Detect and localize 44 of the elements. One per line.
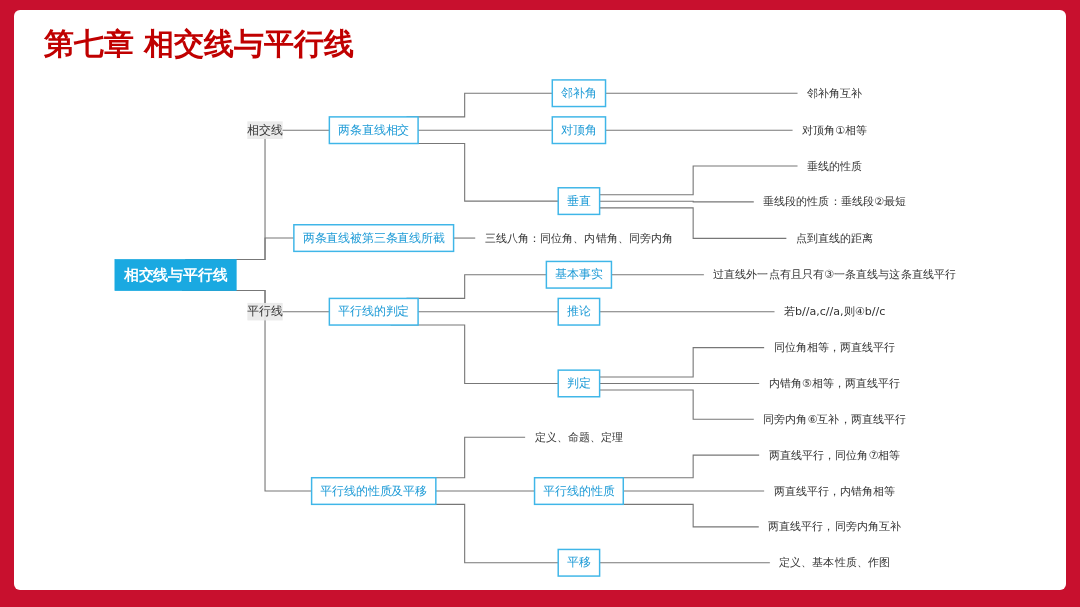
- node-text: 邻补角互补: [806, 86, 863, 100]
- node-text: 内错角⑤相等，两直线平行: [768, 376, 901, 390]
- node-box: 垂直: [557, 187, 601, 216]
- connector: [453, 237, 477, 239]
- node-box: 对顶角: [551, 116, 607, 145]
- connector: [599, 165, 799, 196]
- connector: [599, 207, 788, 239]
- node-text: 三线八角：同位角、内错角、同旁内角: [484, 231, 674, 245]
- connector: [599, 562, 771, 564]
- connector: [605, 129, 794, 131]
- node-box: 判定: [557, 369, 601, 398]
- connector: [599, 389, 755, 420]
- connector: [599, 347, 766, 378]
- node-box: 平行线的性质: [533, 477, 625, 506]
- node-text: 过直线外一点有且只有③一条直线与这条直线平行: [713, 267, 957, 282]
- node-box: 平行线的判定: [328, 297, 419, 326]
- connector: [599, 382, 761, 384]
- node-box: 推论: [557, 297, 601, 326]
- node-text: 两直线平行，同旁内角互补: [768, 520, 902, 534]
- edge-label: 相交线: [247, 122, 283, 137]
- node-box: 两条直线被第三条直线所截: [293, 224, 455, 253]
- node-text: 若b//a,c//a,则④b//c: [783, 304, 886, 319]
- connector: [611, 274, 705, 276]
- node-text: 垂线段的性质：垂线段②最短: [763, 195, 907, 209]
- title: 第七章 相交线与平行线: [44, 25, 355, 63]
- node-box: 平行线的性质及平移: [311, 477, 437, 506]
- connector: [605, 92, 799, 94]
- node-text: 两直线平行，同位角⑦相等: [768, 448, 901, 462]
- connector: [599, 311, 776, 313]
- node-box: 两条直线相交: [328, 116, 419, 145]
- node-text: 定义、命题、定理: [534, 430, 624, 444]
- node-text: 同旁内角⑥互补，两直线平行: [763, 412, 907, 426]
- node-text: 垂线的性质: [806, 159, 863, 173]
- node-text: 定义、基本性质、作图: [779, 555, 891, 570]
- node-text: 点到直线的距离: [795, 231, 874, 245]
- connector: [599, 200, 755, 203]
- node-box: 相交线与平行线: [114, 259, 237, 291]
- edge-label: 平行线: [247, 304, 283, 319]
- node-text: 对顶角①相等: [801, 123, 868, 137]
- node-box: 基本事实: [545, 260, 613, 289]
- node-text: 两直线平行，内错角相等: [773, 484, 896, 498]
- node-text: 同位角相等，两直线平行: [773, 340, 896, 355]
- node-box: 平移: [557, 548, 601, 577]
- node-box: 邻补角: [551, 79, 607, 108]
